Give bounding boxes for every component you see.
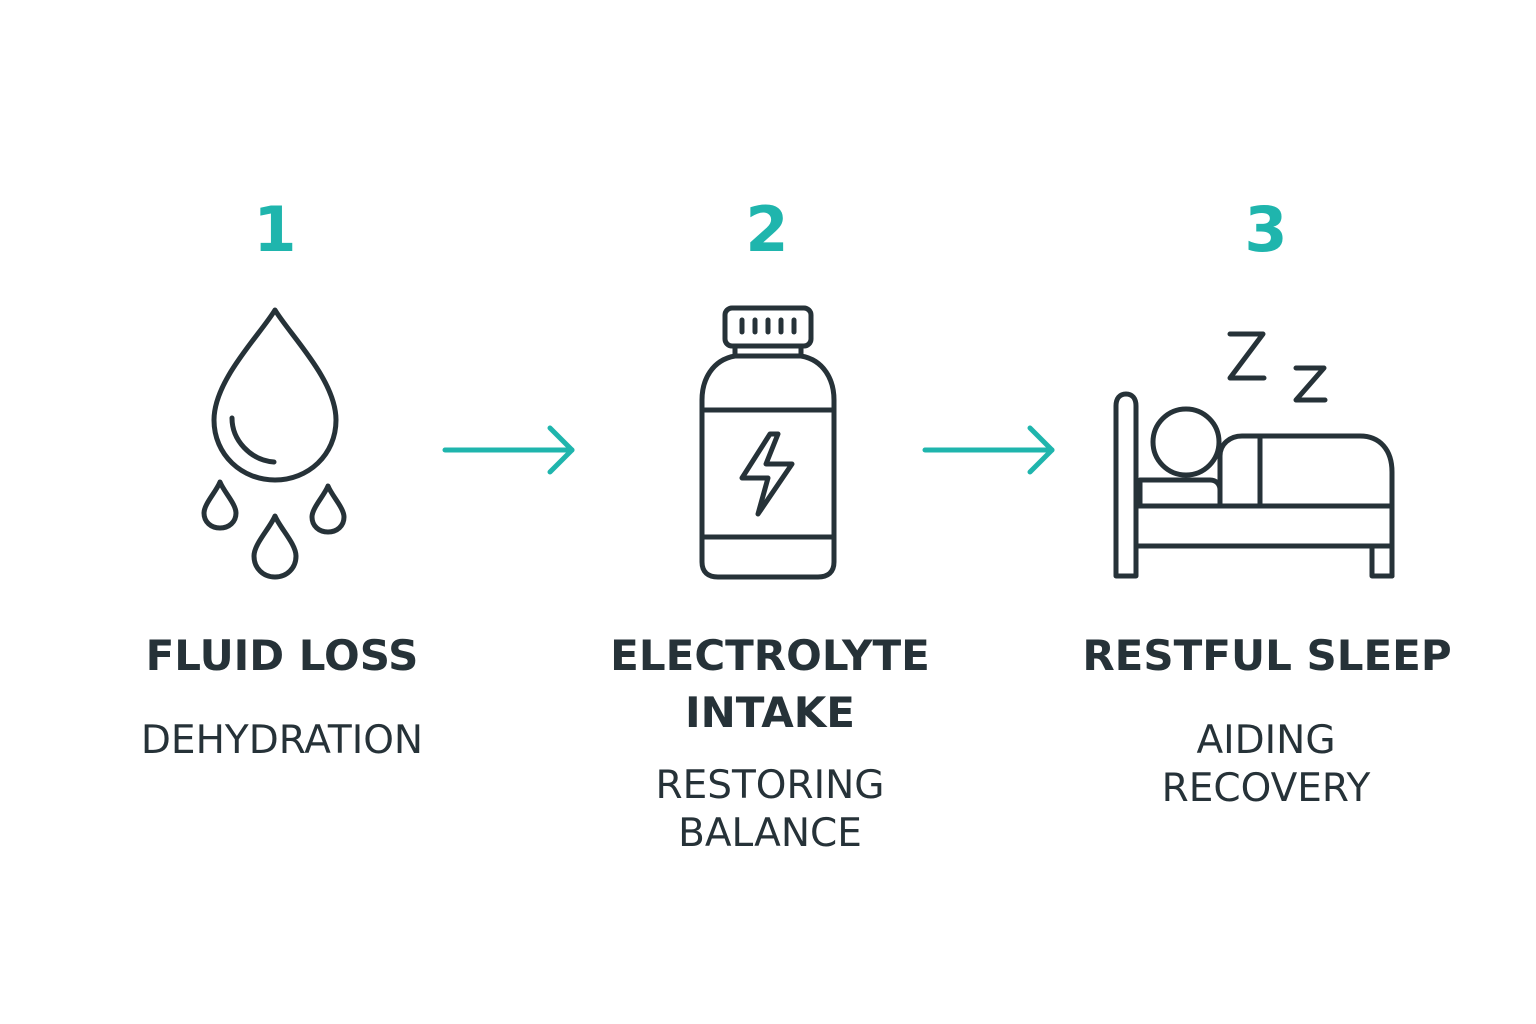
step-2-title: ELECTROLYTE INTAKE	[570, 627, 970, 741]
step-1-title: FLUID LOSS	[132, 627, 432, 684]
water-drops-icon	[190, 300, 360, 590]
step-2-title-line-1: ELECTROLYTE	[610, 631, 930, 680]
step-3-subtitle-line-1: AIDING	[1196, 718, 1336, 763]
step-1-title-line: FLUID LOSS	[145, 631, 419, 680]
step-2-subtitle-line-2: BALANCE	[678, 811, 862, 856]
step-2-subtitle-line-1: RESTORING	[655, 763, 885, 808]
step-3-title: RESTFUL SLEEP	[1067, 627, 1467, 684]
step-2-number: 2	[745, 193, 789, 266]
step-3-title-line: RESTFUL SLEEP	[1082, 631, 1452, 680]
arrow-right-icon	[920, 420, 1060, 480]
step-3-number: 3	[1244, 193, 1288, 266]
step-1-subtitle: DEHYDRATION	[122, 717, 442, 765]
step-3-subtitle-line-2: RECOVERY	[1161, 766, 1371, 811]
step-2-title-line-2: INTAKE	[685, 688, 855, 737]
step-2-subtitle: RESTORING BALANCE	[590, 762, 950, 858]
step-3-subtitle: AIDING RECOVERY	[1106, 717, 1426, 813]
electrolyte-bottle-icon	[690, 300, 850, 590]
person-sleeping-in-bed-icon	[1110, 320, 1410, 590]
step-1-number: 1	[253, 193, 297, 266]
arrow-right-icon	[440, 420, 580, 480]
step-1-subtitle-line: DEHYDRATION	[140, 718, 424, 763]
